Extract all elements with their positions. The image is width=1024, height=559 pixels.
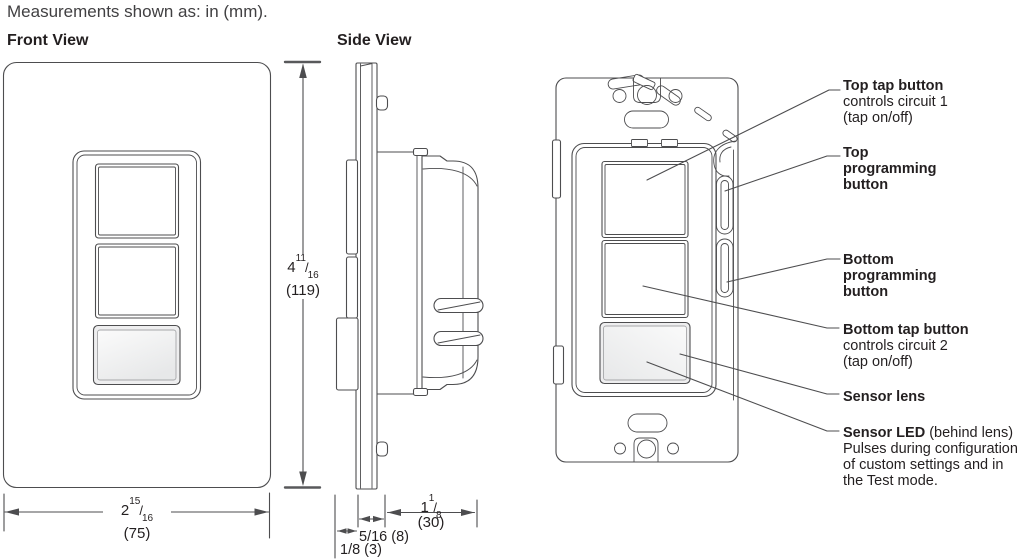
width-dimension-fraction: 215/16 [120, 496, 154, 524]
screw-pocket-bottom [633, 437, 659, 463]
callout-title: Sensor lens [843, 389, 926, 405]
mounting-clips-side [433, 297, 484, 347]
switch-frame-front [72, 150, 202, 400]
callout-top-programming-button: Top programming button [843, 145, 936, 193]
depth-dimension-fraction: 11/8 [420, 493, 442, 521]
mounting-screw-hole-bottom [637, 439, 656, 459]
angled-mark-right [694, 106, 712, 122]
callout-line-bottom-programming [726, 258, 841, 283]
plate-gap-dimension-label: 5/16 (8) [359, 529, 409, 545]
callout-top-tap-button: Top tap button controls circuit 1 (tap o… [843, 78, 948, 126]
top-programming-button-face [716, 175, 734, 235]
small-hole-left-top [612, 89, 627, 103]
angled-slot [656, 85, 681, 106]
callout-title: programming [843, 268, 937, 284]
plate-tab-bottom [375, 441, 389, 457]
screw-pocket-top [633, 77, 661, 103]
small-hole-right-top [668, 89, 683, 103]
callout-title: Top tap button [843, 78, 944, 94]
device-body-side [376, 147, 484, 397]
device-face-drawing [551, 73, 739, 463]
callout-text: Pulses during configuration [843, 441, 1018, 457]
callout-text: the Test mode. [843, 473, 938, 489]
callout-line-bottom-tap [642, 285, 840, 329]
top-tap-button-face [601, 160, 689, 239]
bottom-tap-button-face [601, 239, 689, 319]
sensor-lens-front [92, 324, 181, 386]
front-view-drawing [2, 61, 272, 489]
callout-bottom-tap-button: Bottom tap button controls circuit 2 (ta… [843, 322, 969, 370]
callout-text: controls circuit 2 [843, 338, 948, 354]
wire-hook [713, 140, 737, 177]
width-dimension-mm: (75) [123, 525, 151, 542]
height-dimension-label: 411/16 (119) [279, 253, 327, 299]
callout-line-sensor-lens [679, 353, 840, 395]
callout-title: button [843, 177, 889, 193]
callout-text: (tap on/off) [843, 354, 913, 370]
callout-title: Top [843, 145, 869, 161]
strap-side-tab-top [551, 139, 562, 199]
callout-bottom-programming-button: Bottom programming button [843, 252, 936, 300]
buttons-profile-side [335, 159, 359, 391]
callout-title: Bottom tap button [843, 322, 969, 338]
front-view-label: Front View [7, 32, 89, 49]
depth-dimension-mm: (30) [417, 514, 445, 531]
mounting-strap [555, 77, 739, 463]
callout-text: controls circuit 1 [843, 94, 948, 110]
callout-lines [642, 89, 841, 432]
height-dimension-fraction: 411/16 [287, 253, 319, 281]
bottom-tap-button-front [94, 243, 180, 319]
height-dimension-mm: (119) [286, 282, 320, 299]
callout-title: Bottom [843, 252, 894, 268]
wallplate-outline [2, 61, 272, 489]
strap-side-tab-bottom [552, 345, 565, 385]
small-hole-right-bottom [667, 442, 679, 455]
callout-text: of custom settings and in [843, 457, 1004, 473]
bottom-programming-button-face [716, 238, 734, 298]
callout-line-top-programming [724, 155, 841, 192]
callout-title: button [843, 284, 889, 300]
oval-opening-top [624, 110, 669, 129]
strap-top-details [607, 73, 738, 177]
wallplate-side [355, 62, 389, 490]
sensor-lens-face [599, 321, 691, 385]
callout-sensor-led: Sensor LED (behind lens) Pulses during c… [843, 425, 1018, 489]
callout-line-sensor-led [646, 361, 840, 432]
width-dimension-label: 215/16 (75) [103, 496, 171, 542]
strap-bottom-details [614, 413, 679, 463]
sensor-lens-profile-side [335, 317, 359, 391]
oval-opening-bottom [627, 413, 668, 433]
plate-tab-top [375, 95, 389, 111]
side-view-drawing [335, 62, 484, 490]
plate-thickness-dimension-label: 1/8 (3) [340, 542, 382, 558]
callout-text: (tap on/off) [843, 110, 913, 126]
side-dimension-lines [334, 494, 478, 559]
mounting-screw-hole-top [637, 85, 657, 105]
switch-frame-face [571, 139, 717, 398]
top-tap-button-front [94, 163, 180, 239]
small-hole-left-bottom [614, 442, 626, 455]
callout-sensor-lens: Sensor lens [843, 389, 925, 405]
callout-line-top-tap [646, 89, 841, 181]
callout-title: programming [843, 161, 937, 177]
callout-title-line: Sensor LED (behind lens) [843, 425, 1014, 441]
angled-mark-edge [722, 129, 738, 143]
side-view-label: Side View [337, 32, 412, 49]
measurement-note: Measurements shown as: in (mm). [7, 2, 268, 21]
